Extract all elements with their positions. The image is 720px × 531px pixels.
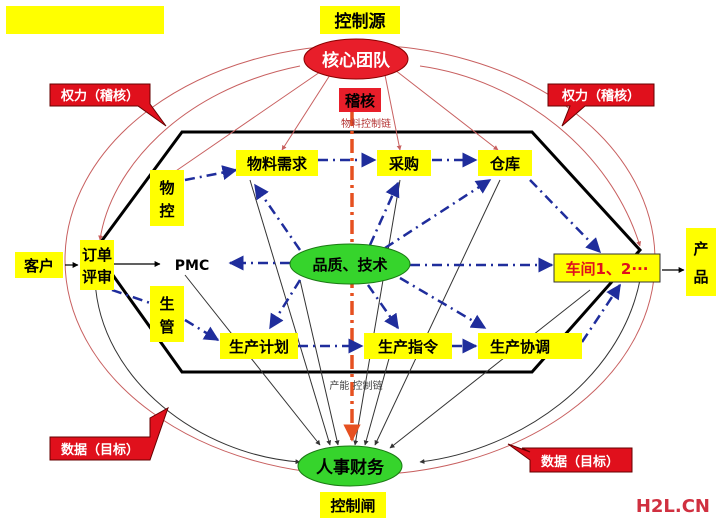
data-target-left-label: 数据（目标） bbox=[61, 442, 139, 458]
power-audit-left-callout bbox=[49, 83, 167, 127]
production-order-label: 生产指令 bbox=[378, 338, 439, 356]
power-audit-left-label: 权力（稽核） bbox=[60, 88, 139, 104]
audit-box bbox=[339, 88, 381, 112]
production-mgmt-line1: 生 bbox=[159, 295, 174, 313]
production-mgmt-line2: 管 bbox=[159, 318, 174, 336]
power-audit-right-callout bbox=[547, 83, 655, 127]
workshop-label: 车间1、2··· bbox=[566, 260, 649, 278]
data-target-left-callout bbox=[49, 406, 169, 461]
material-demand-label: 物料需求 bbox=[247, 155, 308, 173]
product-line1: 产 bbox=[693, 240, 708, 258]
control-gate-box bbox=[320, 492, 386, 518]
control-gate-label: 控制闸 bbox=[330, 497, 375, 515]
power-audit-right-label: 权力（稽核） bbox=[561, 88, 640, 104]
hr-finance-links bbox=[94, 179, 641, 465]
product-box bbox=[686, 228, 716, 296]
control-source-label: 控制源 bbox=[335, 11, 386, 32]
customer-box bbox=[15, 252, 63, 278]
pmc-label: PMC bbox=[175, 258, 209, 274]
material-demand-box bbox=[236, 150, 318, 176]
purchase-box bbox=[377, 150, 431, 176]
data-target-right-label: 数据（目标） bbox=[541, 454, 619, 470]
order-review-line1: 订单 bbox=[82, 246, 112, 264]
material-control-line2: 控 bbox=[159, 202, 174, 220]
customer-label: 客户 bbox=[23, 257, 54, 275]
material-chain-label: 物料控制链 bbox=[341, 117, 391, 130]
order-review-line2: 评审 bbox=[82, 268, 112, 286]
hr-finance-label: 人事财务 bbox=[316, 457, 385, 478]
order-review-box bbox=[80, 240, 114, 290]
data-target-right-callout bbox=[507, 443, 633, 473]
product-line2: 品 bbox=[693, 268, 708, 286]
capacity-chain-label: 产能 控制链 bbox=[329, 379, 382, 392]
core-team-links bbox=[98, 65, 642, 247]
production-plan-box bbox=[220, 333, 298, 359]
warehouse-box bbox=[478, 150, 532, 176]
purchase-label: 采购 bbox=[388, 155, 419, 173]
core-team-label: 核心团队 bbox=[322, 50, 391, 71]
control-source-box bbox=[320, 6, 400, 34]
audit-label: 稽核 bbox=[345, 92, 375, 110]
plain-connectors bbox=[65, 261, 685, 273]
warehouse-label: 仓库 bbox=[489, 155, 520, 173]
material-control-box bbox=[150, 170, 184, 226]
production-coord-box bbox=[478, 333, 582, 359]
core-team-oval bbox=[303, 38, 409, 80]
material-control-line1: 物 bbox=[159, 179, 174, 197]
production-mgmt-box bbox=[150, 286, 184, 342]
workshop-box bbox=[553, 253, 661, 283]
hr-finance-oval bbox=[297, 445, 403, 487]
quality-tech-oval bbox=[289, 243, 411, 285]
title-box bbox=[6, 6, 164, 34]
production-plan-label: 生产计划 bbox=[229, 338, 289, 356]
watermark-text: H2L.CN bbox=[636, 496, 710, 517]
quality-tech-label: 品质、技术 bbox=[312, 256, 387, 274]
flow-arrows bbox=[111, 152, 622, 354]
production-coord-label: 生产协调 bbox=[490, 338, 550, 356]
production-order-box bbox=[364, 333, 452, 359]
